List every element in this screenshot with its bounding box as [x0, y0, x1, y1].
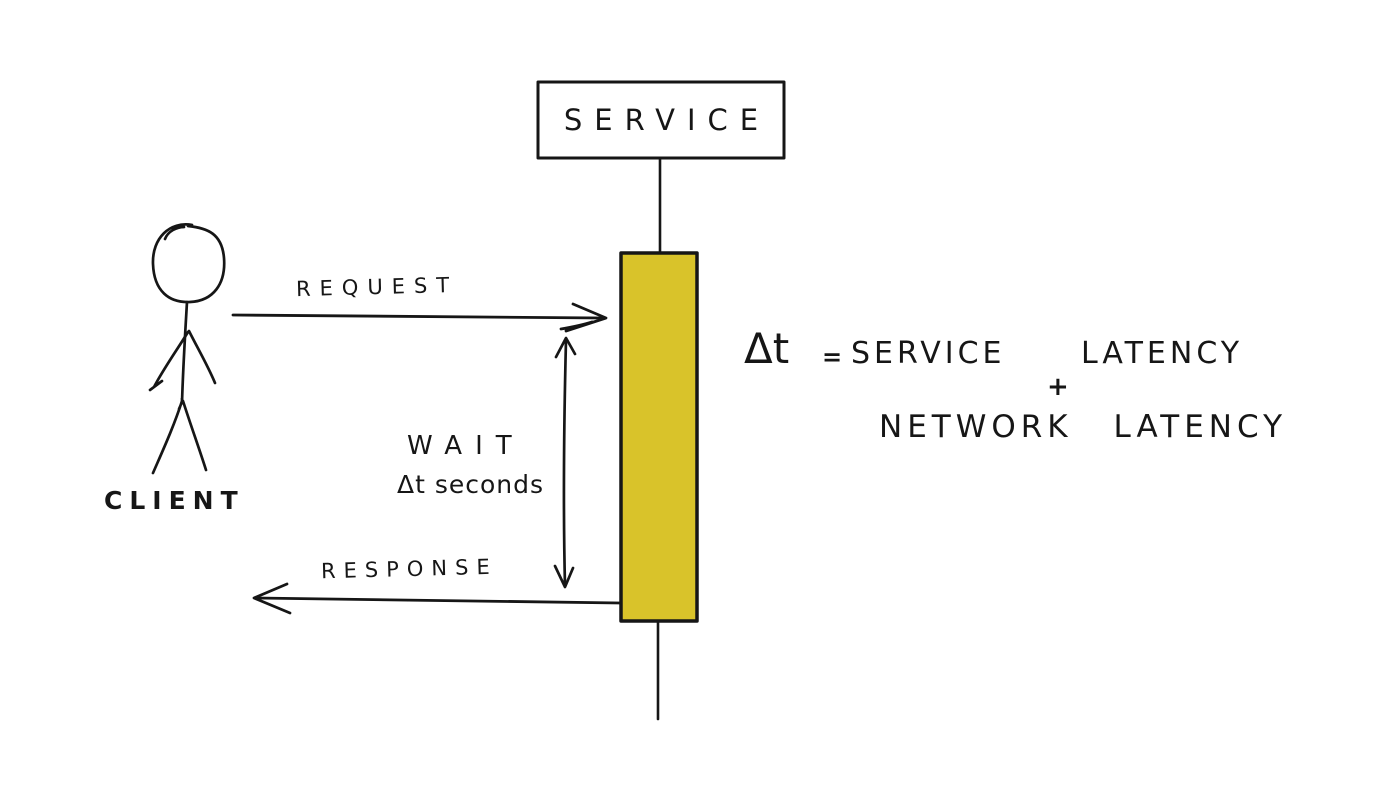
ink-group: [148, 80, 786, 721]
client-label: CLIENT: [104, 486, 245, 515]
request-label: REQUEST: [295, 272, 459, 302]
equation-delta-t: Δt: [744, 324, 790, 373]
activation-bar: [619, 251, 699, 623]
wait-duration-arrow: [553, 336, 577, 589]
request-arrowhead-icon: [559, 302, 608, 333]
wait-label: WAIT: [407, 431, 525, 461]
figure-arms: [148, 329, 217, 392]
stick-figure: [148, 223, 226, 475]
request-arrow: [231, 302, 608, 333]
wait-arrow-top-head-icon: [554, 336, 577, 359]
request-line: [231, 313, 605, 320]
service-box: [536, 80, 786, 160]
figure-legs: [151, 397, 208, 475]
equation-equals-sign: =: [822, 343, 843, 371]
figure-body: [180, 300, 189, 405]
equation-network-latency: NETWORK LATENCY: [879, 409, 1288, 445]
response-label: RESPONSE: [320, 554, 498, 584]
service-label: SERVICE: [563, 102, 771, 137]
equation-service-latency: SERVICE LATENCY: [851, 336, 1244, 371]
response-arrow: [252, 582, 622, 615]
figure-head: [151, 223, 226, 304]
wait-duration-label: Δt seconds: [397, 470, 545, 499]
wait-arrow-bottom-head-icon: [553, 564, 575, 589]
wait-arrow-line: [562, 338, 568, 588]
equation-plus-sign: +: [1047, 372, 1069, 402]
response-arrowhead-icon: [252, 582, 292, 615]
response-line: [254, 596, 622, 605]
